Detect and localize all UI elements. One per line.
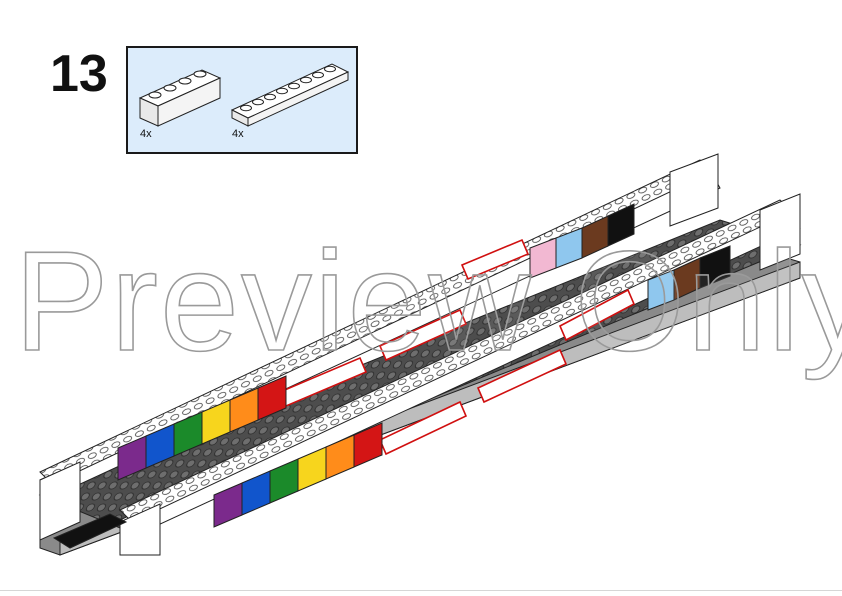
plate-quantity-label: 4x: [232, 128, 244, 140]
brick-1x4-icon: [140, 70, 220, 126]
brick-quantity-label: 4x: [140, 128, 152, 140]
step-number: 13: [50, 44, 108, 104]
model-assembly-illustration: [0, 150, 842, 590]
front-wall-top: [120, 200, 792, 522]
parts-list-illustration: [128, 48, 360, 156]
plate-1x8-icon: [232, 64, 348, 126]
parts-callout: 4x 4x: [126, 46, 358, 154]
page-bottom-rule: [0, 590, 842, 591]
